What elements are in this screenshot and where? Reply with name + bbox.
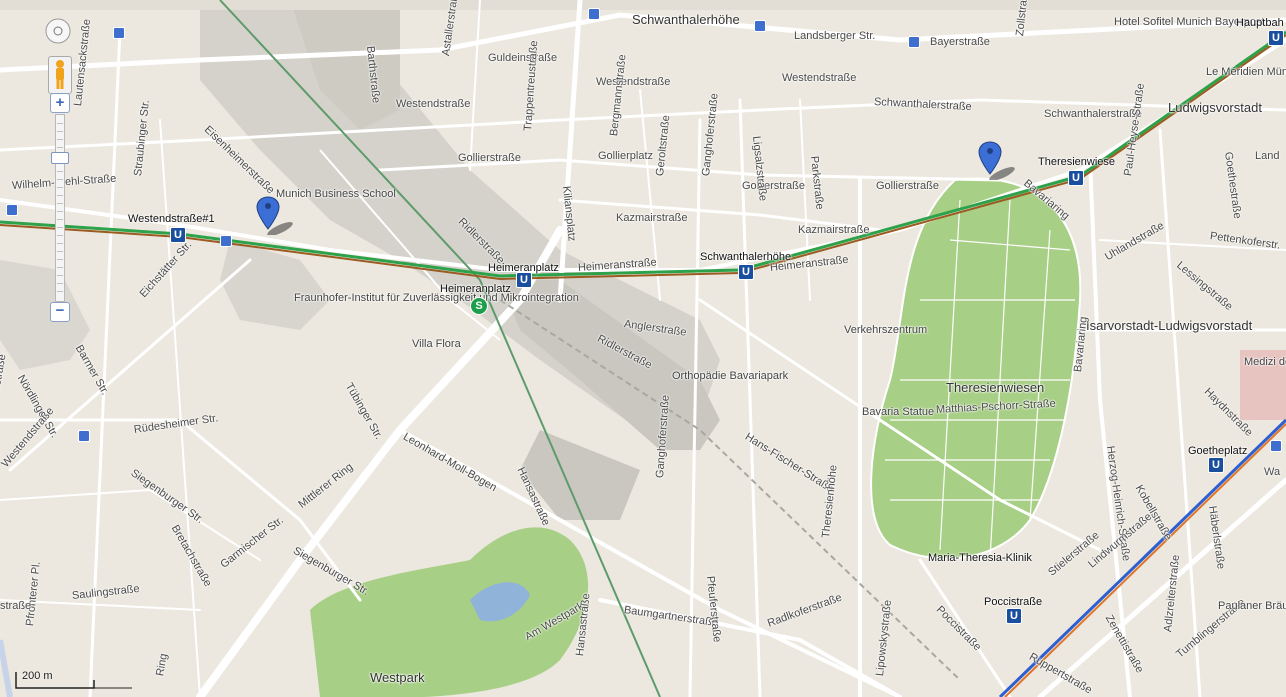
bus-stop-icon[interactable]: [6, 204, 18, 216]
poi-munich-business-school[interactable]: Munich Business School: [276, 188, 396, 201]
street-label: Land: [1255, 150, 1280, 162]
district-label: Ludwigsvorstadt: [1168, 100, 1262, 115]
district-label: Isarvorstadt-Ludwigsvorstadt: [1086, 318, 1253, 333]
zoom-slider-track[interactable]: [55, 114, 65, 302]
station-label: Westendstraße#1: [128, 213, 215, 225]
bus-stop-icon[interactable]: [78, 430, 90, 442]
sbahn-station-icon[interactable]: S: [470, 297, 488, 315]
street-label: Westendstraße: [782, 72, 857, 84]
ubahn-station-icon[interactable]: U: [1006, 608, 1022, 624]
street-label: Gollierstraße: [876, 180, 939, 192]
zoom-out-button[interactable]: −: [50, 302, 70, 322]
zoom-in-button[interactable]: +: [50, 93, 70, 113]
poi-orthopaedie[interactable]: Orthopädie Bavariapark: [672, 370, 789, 382]
station-label: Theresienwiese: [1038, 156, 1116, 168]
district-label: Westpark: [370, 670, 425, 685]
poi-villa-flora[interactable]: Villa Flora: [412, 338, 461, 350]
station-label: Hauptbah: [1236, 17, 1284, 29]
poi-verkehrszentrum[interactable]: Verkehrszentrum: [844, 324, 928, 336]
street-label: Schwanthalerstraße: [1044, 108, 1142, 120]
bus-stop-icon[interactable]: [113, 27, 125, 39]
street-label: Bayerstraße: [930, 36, 990, 48]
bus-stop-icon[interactable]: [220, 235, 232, 247]
pan-compass-icon[interactable]: [45, 18, 71, 44]
ubahn-station-icon[interactable]: U: [1068, 170, 1084, 186]
scale-label: 200 m: [22, 670, 53, 682]
ubahn-station-icon[interactable]: U: [1208, 457, 1224, 473]
poi-bavaria-statue[interactable]: Bavaria Statue: [862, 406, 935, 418]
station-label: Poccistraße: [984, 596, 1043, 608]
district-label: Theresienwiesen: [946, 380, 1045, 395]
street-label: Kazmairstraße: [798, 224, 870, 236]
bus-stop-icon[interactable]: [1270, 440, 1282, 452]
street-label: Guldeinstraße: [488, 52, 558, 64]
street-label: straße: [0, 600, 32, 612]
poi-hotel-sofitel[interactable]: Hotel Sofitel Munich Bayerpost: [1114, 16, 1265, 28]
station-label: Heimeranplatz: [488, 262, 559, 274]
street-label: Gollierplatz: [598, 150, 654, 162]
street-view-pegman-icon[interactable]: [48, 56, 72, 94]
street-label: Gollierstraße: [742, 180, 805, 192]
street-label: Landsberger Str.: [794, 30, 876, 42]
station-label: Schwanthalerhöhe: [700, 251, 792, 263]
street-label: Wa: [1264, 466, 1281, 478]
ubahn-station-icon[interactable]: U: [738, 264, 754, 280]
station-label: Heimeranplatz: [440, 283, 511, 295]
street-label: Kazmairstraße: [616, 212, 688, 224]
district-label: Schwanthalerhöhe: [632, 12, 740, 27]
bus-stop-icon[interactable]: [908, 36, 920, 48]
ubahn-station-icon[interactable]: U: [516, 272, 532, 288]
ubahn-station-icon[interactable]: U: [1268, 30, 1284, 46]
station-label: Goetheplatz: [1188, 445, 1248, 457]
street-label: Gollierstraße: [458, 152, 521, 164]
poi-paulaner[interactable]: Paulaner Bräuhaus: [1218, 600, 1286, 612]
poi-le-meridien[interactable]: Le Méridien München: [1206, 66, 1286, 78]
poi-fraunhofer[interactable]: Fraunhofer-Institut für Zuverlässigkeit …: [294, 292, 579, 304]
poi-medizin[interactable]: Medizi der M: [1244, 356, 1286, 368]
bus-stop-icon[interactable]: [588, 8, 600, 20]
scale-bar: [15, 672, 132, 689]
poi-maria-theresia-klinik[interactable]: Maria-Theresia-Klinik: [928, 552, 1032, 564]
zoom-slider-handle[interactable]: [51, 152, 69, 164]
map-marker-icon[interactable]: [978, 140, 1018, 180]
bus-stop-icon[interactable]: [754, 20, 766, 32]
map-marker-icon[interactable]: [256, 195, 296, 235]
street-label: Westendstraße: [596, 76, 671, 88]
street-label: Westendstraße: [396, 98, 471, 110]
ubahn-station-icon[interactable]: U: [170, 227, 186, 243]
